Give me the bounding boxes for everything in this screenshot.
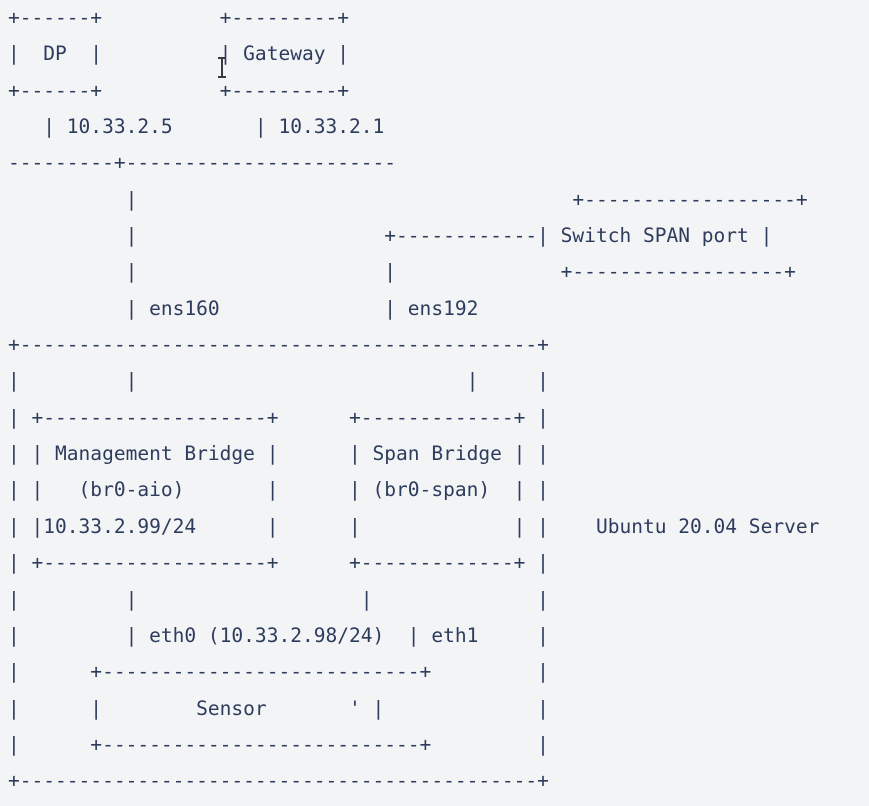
text-cursor-serif-top — [218, 57, 226, 59]
text-cursor-icon — [217, 57, 227, 78]
network-ascii-diagram: +------+ +---------+ | DP | | Gateway | … — [8, 6, 820, 793]
text-cursor-stem — [221, 59, 223, 76]
text-cursor-serif-bottom — [218, 76, 226, 78]
